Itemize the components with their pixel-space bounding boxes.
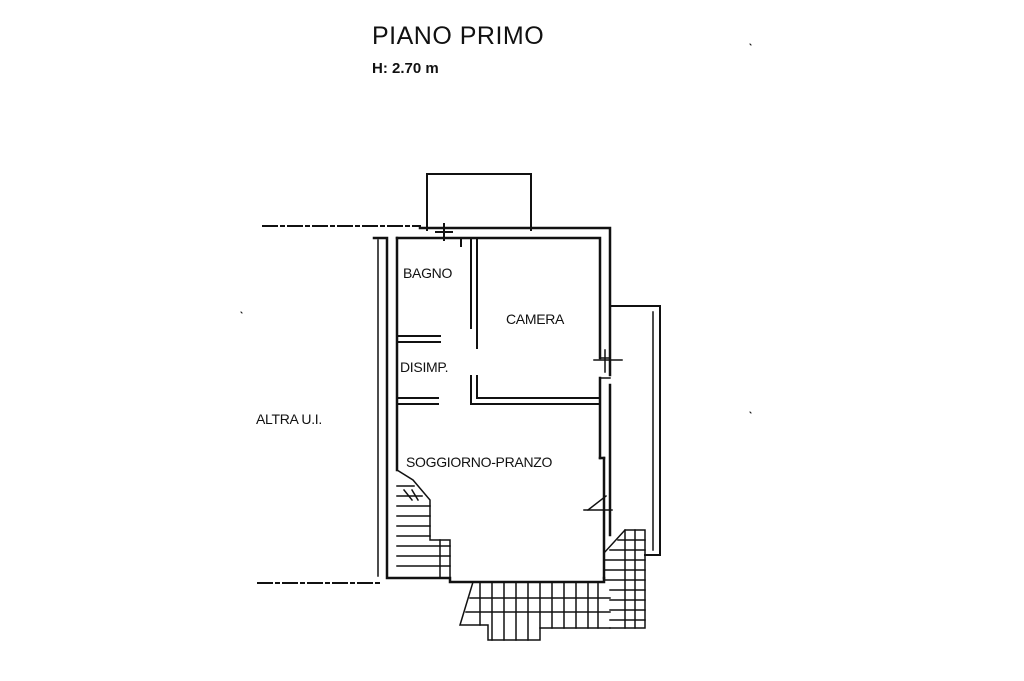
room-label-soggiorno-pranzo: SOGGIORNO-PRANZO bbox=[406, 454, 553, 470]
terrace-door-mark bbox=[586, 494, 608, 512]
outer-wall-top-right bbox=[418, 226, 612, 377]
outer-wall-left-bottom bbox=[372, 236, 606, 584]
external-staircase-right bbox=[602, 529, 646, 629]
side-terrace bbox=[583, 305, 661, 556]
room-label-camera: CAMERA bbox=[506, 311, 565, 327]
camera-window bbox=[593, 349, 623, 379]
plan-title: PIANO PRIMO bbox=[372, 22, 545, 50]
balcony-outline bbox=[426, 173, 532, 231]
neighbor-unit-label: ALTRA U.I. bbox=[256, 411, 322, 427]
exterior-walls bbox=[372, 226, 612, 584]
internal-staircase bbox=[395, 468, 451, 579]
room-label-disimp: DISIMP. bbox=[400, 359, 449, 375]
terrace-outline bbox=[609, 305, 661, 556]
inner-wall-top bbox=[395, 236, 602, 360]
ceiling-height-label: H: 2.70 m bbox=[372, 60, 439, 77]
top-balcony bbox=[426, 173, 532, 241]
room-label-bagno: BAGNO bbox=[403, 265, 453, 281]
property-boundary-lines bbox=[257, 225, 421, 584]
scan-specks bbox=[240, 43, 752, 414]
interior-partitions bbox=[396, 237, 601, 405]
ext-stair-outline bbox=[602, 529, 646, 629]
external-staircase-bottom bbox=[458, 581, 611, 641]
